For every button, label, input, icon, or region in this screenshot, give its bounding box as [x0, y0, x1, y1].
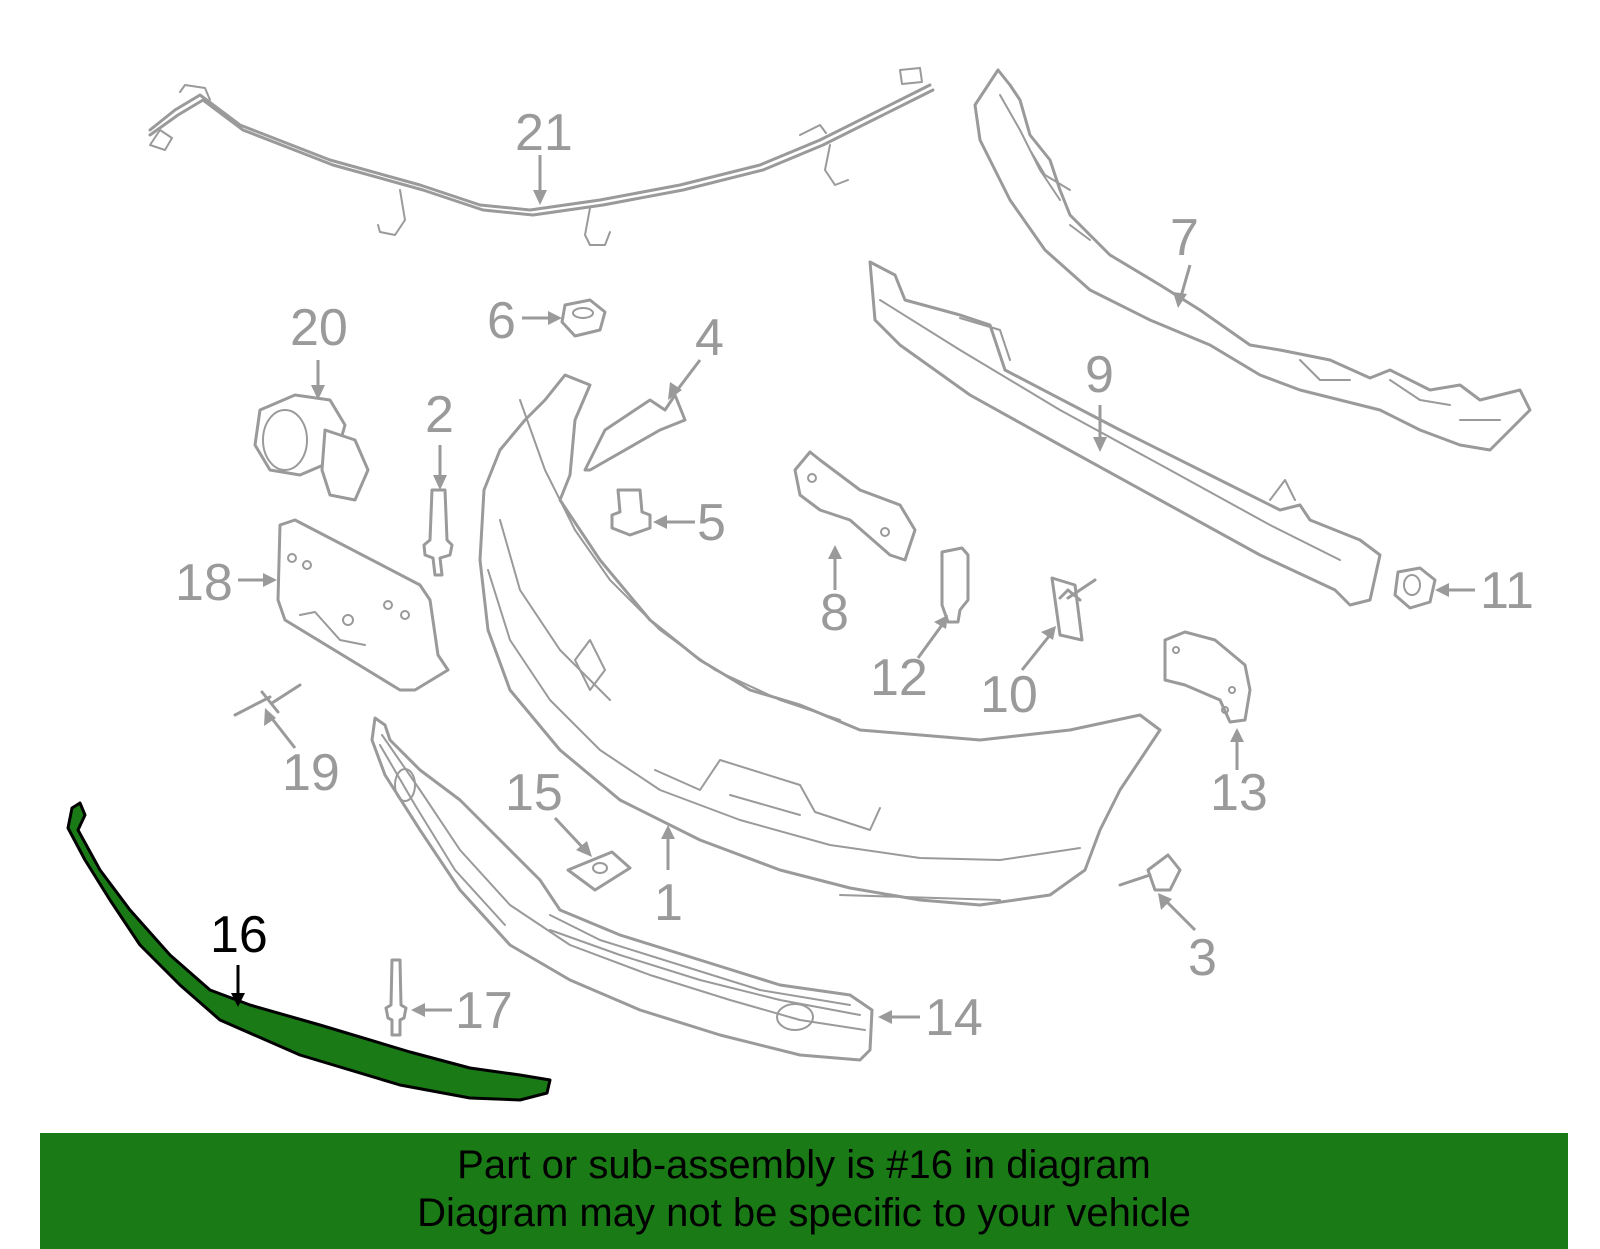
callout-13: 13	[1210, 764, 1268, 822]
callout-12: 12	[870, 649, 928, 707]
callout-14: 14	[925, 989, 983, 1047]
callout-15: 15	[505, 764, 563, 822]
part-17-pin	[384, 958, 452, 1037]
callout-19: 19	[282, 744, 340, 802]
part-15-clip-nut	[553, 816, 632, 892]
part-5-bolt	[610, 488, 695, 537]
part-2-push-pin	[422, 445, 454, 577]
info-banner: Part or sub-assembly is #16 in diagram D…	[40, 1133, 1568, 1249]
part-13-plate	[1163, 630, 1252, 770]
part-3-bolt	[1118, 853, 1197, 932]
callout-5: 5	[697, 494, 726, 552]
part-7-bracket	[973, 68, 1532, 452]
part-8-side-bracket	[793, 450, 917, 590]
callout-3: 3	[1188, 929, 1217, 987]
part-14-lower-grille	[370, 716, 920, 1062]
callout-18: 18	[175, 554, 233, 612]
callout-9: 9	[1085, 346, 1114, 404]
callout-20: 20	[290, 299, 348, 357]
part-12-clip	[916, 546, 970, 659]
callout-2: 2	[425, 386, 454, 444]
part-20-sensor	[253, 360, 370, 502]
callout-8: 8	[820, 584, 849, 642]
callout-1: 1	[654, 874, 683, 932]
part-21-wiring-harness	[148, 67, 935, 246]
part-11-nut	[1393, 566, 1475, 610]
callout-4: 4	[695, 309, 724, 367]
callout-10: 10	[980, 666, 1038, 724]
callout-16: 16	[210, 906, 268, 964]
banner-line-disclaimer: Diagram may not be specific to your vehi…	[417, 1191, 1191, 1235]
part-10-bolt-plate	[1020, 576, 1097, 671]
part-16-deflector-strip	[66, 801, 552, 1102]
callout-6: 6	[487, 292, 516, 350]
callout-21: 21	[515, 104, 573, 162]
part-6-nut	[522, 298, 607, 338]
part-4-clip	[583, 359, 702, 472]
callout-7: 7	[1170, 209, 1199, 267]
part-19-pin	[233, 683, 302, 749]
part-18-license-bracket	[238, 518, 450, 692]
part-9-reinforcement-bar	[868, 260, 1382, 607]
callout-17: 17	[455, 982, 513, 1040]
banner-line-part-number: Part or sub-assembly is #16 in diagram	[457, 1143, 1151, 1187]
callout-11: 11	[1480, 562, 1534, 620]
part-1-bumper-cover	[478, 373, 1162, 907]
